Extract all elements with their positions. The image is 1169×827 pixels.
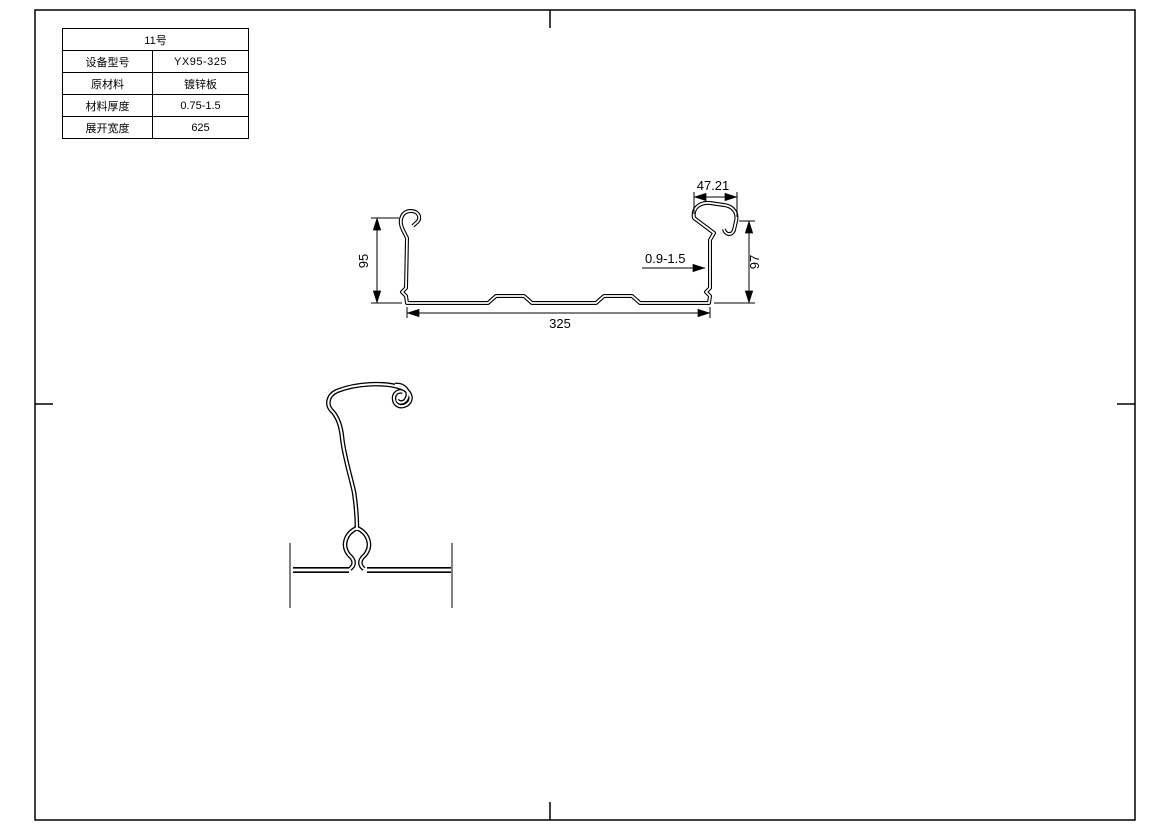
material-label: 原材料 (62, 72, 153, 95)
seam-detail-view (289, 384, 452, 608)
title-block-row-coil-width: 展开宽度 625 (62, 116, 249, 139)
model-value: YX95-325 (152, 50, 249, 73)
dim-text-top-flange-width: 47.21 (697, 178, 730, 193)
title-block: 11号 设备型号 YX95-325 原材料 镀锌板 材料厚度 0.75-1.5 … (62, 28, 249, 139)
thickness-value: 0.75-1.5 (152, 94, 249, 117)
dimension-right-height: 97 (714, 220, 762, 304)
title-block-header-row: 11号 (62, 28, 249, 51)
dimension-left-height: 95 (356, 217, 402, 304)
sheet-number: 11号 (62, 28, 249, 51)
dimension-top-flange-width: 47.21 (693, 178, 738, 217)
thickness-label: 材料厚度 (62, 94, 153, 117)
dim-text-left-height: 95 (356, 254, 371, 268)
sheet-center-ticks (35, 10, 1135, 820)
dim-text-right-height: 97 (747, 255, 762, 269)
coil-width-label: 展开宽度 (62, 116, 153, 139)
title-block-row-model: 设备型号 YX95-325 (62, 50, 249, 73)
dimension-thickness-leader: 0.9-1.5 (642, 251, 706, 273)
title-block-row-thickness: 材料厚度 0.75-1.5 (62, 94, 249, 117)
dimension-base-width: 325 (406, 307, 711, 331)
profile-section-view (398, 200, 739, 305)
sheet-border (34, 9, 1136, 821)
material-value: 镀锌板 (152, 72, 249, 95)
coil-width-value: 625 (152, 116, 249, 139)
dim-text-base-width: 325 (549, 316, 571, 331)
dim-text-thickness: 0.9-1.5 (645, 251, 685, 266)
model-label: 设备型号 (62, 50, 153, 73)
title-block-row-material: 原材料 镀锌板 (62, 72, 249, 95)
